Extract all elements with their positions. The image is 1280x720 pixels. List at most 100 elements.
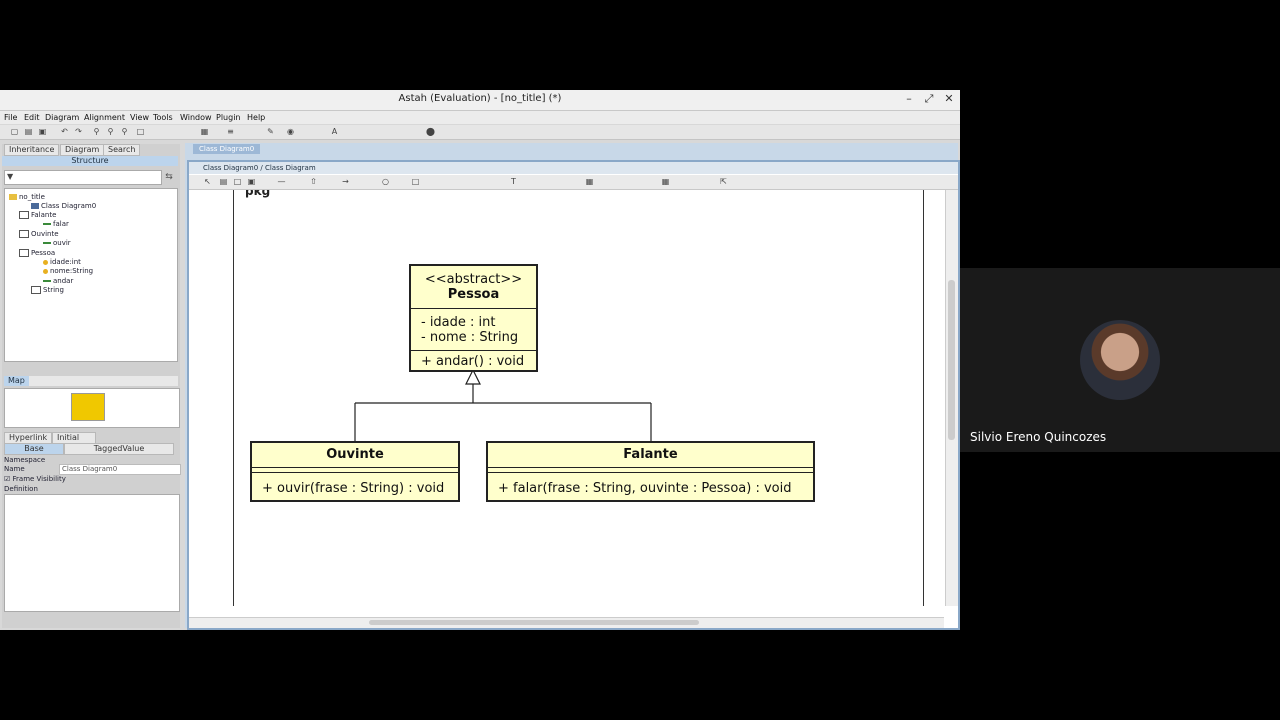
tree-item-andar[interactable]: andar bbox=[43, 277, 73, 285]
namespace-label: Namespace bbox=[4, 456, 46, 464]
tree-item-falante[interactable]: Falante bbox=[19, 211, 56, 219]
diagram-toolbar: ↖ ▤ □ ▣ — ⇧ → ○ □ T ▦ ▦ ⇱ bbox=[189, 175, 958, 190]
diagram-titlebar: Class Diagram0 / Class Diagram bbox=[189, 162, 958, 174]
restore-icon[interactable]: ⤢ bbox=[924, 92, 934, 105]
tree-item-nome[interactable]: nome:String bbox=[43, 267, 93, 275]
name-label: Name bbox=[4, 465, 25, 473]
sync-icon[interactable]: ⇆ bbox=[165, 172, 173, 182]
inheritance-arrow-icon bbox=[465, 368, 481, 385]
pessoa-name: Pessoa bbox=[447, 287, 500, 302]
text-tool-icon[interactable]: T bbox=[511, 177, 516, 186]
align-icon[interactable]: ≡ bbox=[227, 127, 234, 136]
ouvinte-name: Ouvinte bbox=[326, 447, 384, 462]
structure-tab[interactable]: Structure bbox=[2, 156, 178, 166]
tree-item-idade[interactable]: idade:int bbox=[43, 258, 81, 266]
vertical-scroll-thumb[interactable] bbox=[948, 280, 955, 440]
menu-plugin[interactable]: Plugin bbox=[216, 113, 241, 122]
main-toolbar: ▢ ▤ ▣ ↶ ↷ ⚲ ⚲ ⚲ □ ▦ ≡ ✎ ◉ A ⬤ bbox=[0, 125, 960, 140]
class-tool-icon[interactable]: ▤ bbox=[219, 177, 228, 186]
menu-help[interactable]: Help bbox=[247, 113, 266, 122]
layout-tool-icon[interactable]: ▦ bbox=[661, 177, 670, 186]
tree-filter-input[interactable]: ▼ bbox=[4, 170, 162, 185]
tab-inheritance[interactable]: Inheritance bbox=[4, 144, 60, 156]
package-frame-left bbox=[233, 190, 234, 606]
font-color-icon[interactable]: A bbox=[331, 127, 338, 136]
horizontal-scrollbar[interactable] bbox=[189, 617, 944, 628]
title-bar: Astah (Evaluation) - [no_title] (*) – ⤢ … bbox=[0, 90, 960, 111]
close-icon[interactable]: ✕ bbox=[944, 92, 954, 105]
tree-item-ouvir[interactable]: ouvir bbox=[43, 239, 71, 247]
tab-base[interactable]: Base bbox=[4, 443, 64, 455]
tab-taggedvalue[interactable]: TaggedValue bbox=[64, 443, 174, 455]
shape-icon[interactable]: ⬤ bbox=[426, 127, 435, 136]
resize-tool-icon[interactable]: ⇱ bbox=[720, 177, 727, 186]
vertical-scrollbar[interactable] bbox=[945, 190, 958, 606]
package-label: pkg bbox=[245, 190, 271, 198]
class-icon bbox=[19, 211, 29, 219]
avatar bbox=[1080, 320, 1160, 400]
tree-item-class-diagram[interactable]: Class Diagram0 bbox=[31, 202, 96, 210]
zoom-icon[interactable]: ⚲ bbox=[93, 127, 100, 136]
class-pessoa[interactable]: <<abstract>> Pessoa - idade : int - nome… bbox=[409, 264, 538, 372]
realization-tool-icon[interactable]: ○ bbox=[382, 177, 389, 186]
fill-icon[interactable]: ◉ bbox=[287, 127, 294, 136]
tab-class-diagram[interactable]: Class Diagram0 bbox=[193, 144, 261, 154]
tab-search[interactable]: Search bbox=[103, 144, 141, 156]
tree-item-pessoa[interactable]: Pessoa bbox=[19, 249, 55, 257]
folder-icon bbox=[9, 194, 17, 200]
fit-icon[interactable]: □ bbox=[136, 127, 145, 136]
interface-tool-icon[interactable]: □ bbox=[233, 177, 242, 186]
operation-icon bbox=[43, 223, 51, 225]
minimize-icon[interactable]: – bbox=[906, 92, 912, 105]
definition-label: Definition bbox=[4, 485, 38, 493]
menu-edit[interactable]: Edit bbox=[24, 113, 40, 122]
save-icon[interactable]: ▣ bbox=[38, 127, 47, 136]
dependency-tool-icon[interactable]: → bbox=[342, 177, 349, 186]
menu-alignment[interactable]: Alignment bbox=[84, 113, 125, 122]
name-field[interactable]: Class Diagram0 bbox=[59, 464, 181, 475]
menu-view[interactable]: View bbox=[130, 113, 149, 122]
tree-item-root[interactable]: no_title bbox=[9, 193, 45, 201]
note-tool-icon[interactable]: □ bbox=[411, 177, 420, 186]
attribute-icon bbox=[43, 268, 48, 274]
pessoa-attr-idade: - idade : int bbox=[421, 315, 496, 330]
class-falante[interactable]: Falante + falar(frase : String, ouvinte … bbox=[486, 441, 815, 502]
diagram-thumbnail[interactable] bbox=[71, 393, 105, 421]
attribute-icon bbox=[43, 259, 48, 265]
brush-icon[interactable]: ✎ bbox=[267, 127, 274, 136]
zoom-out-icon[interactable]: ⚲ bbox=[121, 127, 128, 136]
falante-operations: + falar(frase : String, ouvinte : Pessoa… bbox=[488, 472, 813, 496]
generalization-edges bbox=[354, 368, 652, 442]
definition-textarea[interactable] bbox=[4, 494, 180, 612]
diagram-path: Class Diagram0 / Class Diagram bbox=[203, 164, 316, 172]
menu-file[interactable]: File bbox=[4, 113, 18, 122]
image-tool-icon[interactable]: ▦ bbox=[585, 177, 594, 186]
class-ouvinte[interactable]: Ouvinte + ouvir(frase : String) : void bbox=[250, 441, 460, 502]
new-icon[interactable]: ▢ bbox=[10, 127, 19, 136]
diagram-canvas[interactable]: pkg <<abstract>> Pessoa - idade : int - … bbox=[189, 190, 944, 606]
horizontal-scroll-thumb[interactable] bbox=[369, 620, 699, 625]
frame-visibility-checkbox[interactable]: ☑ Frame Visibility bbox=[4, 475, 66, 483]
tab-diagram[interactable]: Diagram bbox=[60, 144, 105, 156]
zoom-in-icon[interactable]: ⚲ bbox=[107, 127, 114, 136]
menu-tools[interactable]: Tools bbox=[153, 113, 173, 122]
tree-item-ouvinte[interactable]: Ouvinte bbox=[19, 230, 59, 238]
tab-map[interactable]: Map bbox=[4, 376, 29, 386]
operation-icon bbox=[43, 280, 51, 282]
generalization-tool-icon[interactable]: ⇧ bbox=[310, 177, 317, 186]
pessoa-attr-nome: - nome : String bbox=[421, 330, 519, 345]
operation-icon bbox=[43, 242, 51, 244]
undo-icon[interactable]: ↶ bbox=[61, 127, 68, 136]
pessoa-operations: + andar() : void bbox=[411, 350, 536, 369]
tree-item-falar[interactable]: falar bbox=[43, 220, 69, 228]
grid-icon[interactable]: ▦ bbox=[200, 127, 209, 136]
select-tool-icon[interactable]: ↖ bbox=[204, 177, 211, 186]
menu-diagram[interactable]: Diagram bbox=[45, 113, 80, 122]
association-tool-icon[interactable]: — bbox=[277, 177, 286, 186]
pessoa-stereotype: <<abstract>> bbox=[424, 272, 523, 287]
menu-window[interactable]: Window bbox=[180, 113, 212, 122]
tree-item-string[interactable]: String bbox=[31, 286, 64, 294]
package-tool-icon[interactable]: ▣ bbox=[247, 177, 256, 186]
open-icon[interactable]: ▤ bbox=[24, 127, 33, 136]
redo-icon[interactable]: ↷ bbox=[75, 127, 82, 136]
